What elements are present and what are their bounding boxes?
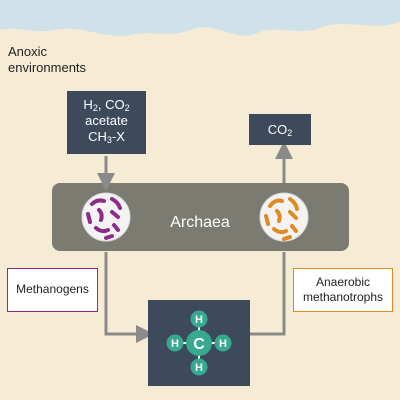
methanotrophs-label-line2: methanotrophs (302, 290, 384, 304)
environment-label-line1: Anoxic (8, 44, 48, 59)
methanotrophs-label-line1: Anaerobic (315, 275, 371, 289)
methane-molecule: C H H H H (166, 310, 232, 376)
carbon-label: C (193, 336, 205, 353)
methanogens-label: Methanogens (7, 268, 98, 312)
arrow-methane-to-methanotrophs (250, 252, 286, 336)
hydrogen-atom-bottom (190, 358, 208, 376)
hydrogen-label-right: H (219, 338, 227, 350)
water-region (0, 0, 400, 36)
arrow-methanogens-to-methane (104, 252, 154, 343)
substrates-line3: CH3-X (88, 129, 125, 145)
hydrogen-atom-left (166, 334, 184, 352)
carbon-atom (186, 330, 212, 356)
hydrogen-atom-right (214, 334, 232, 352)
methanotrophs-label: Anaerobic methanotrophs (293, 268, 393, 312)
archaea-label: Archaea (170, 214, 230, 231)
substrates-line1: H2, CO2 (83, 97, 130, 113)
methanotroph-cell (259, 192, 309, 242)
hydrogen-label-top: H (195, 314, 203, 326)
hydrogen-atom-top (190, 310, 208, 328)
substrates-line2: acetate (85, 113, 128, 128)
environment-label-line2: environments (8, 60, 87, 75)
hydrogen-label-bottom: H (195, 362, 203, 374)
hydrogen-label-left: H (171, 338, 179, 350)
co2-product-box: CO2 (249, 114, 311, 145)
methanogen-cell (81, 192, 131, 242)
substrates-box: H2, CO2 acetate CH3-X (67, 91, 146, 154)
environment-label: Anoxic environments (8, 44, 86, 76)
